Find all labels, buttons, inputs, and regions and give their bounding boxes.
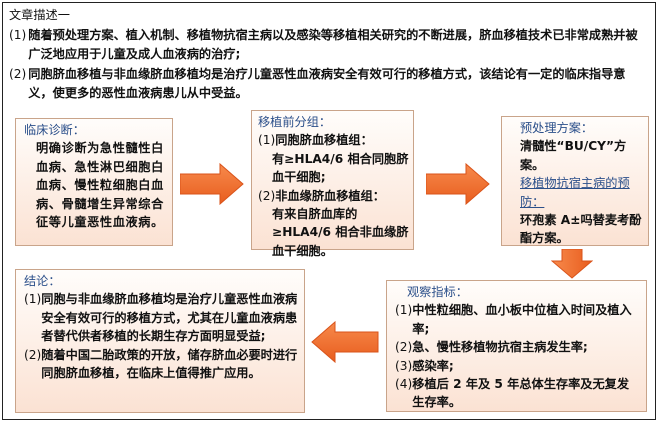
description-item-text: 随着预处理方案、植入机制、移植物抗宿主病以及感染等移植相关研究的不断进展，脐血移…	[28, 27, 638, 62]
observation-item-2: (2) 急、慢性移植物抗宿主病发生率;	[395, 338, 640, 356]
right-arrow-1	[180, 163, 244, 205]
observation-item-text: 急、慢性移植物抗宿主病发生率;	[412, 340, 588, 355]
observation-box: 观察指标： (1) 中性粒细胞、血小板中位植入时间及植入率; (2) 急、慢性移…	[386, 280, 647, 412]
description-title: 文章描述一	[9, 8, 70, 22]
observation-heading: 观察指标：	[407, 285, 468, 299]
conclusion-item-2: (2) 随着中国二胎政策的开放，储存脐血必要时进行同胞脐血移植，在临床上值得推广…	[24, 346, 298, 383]
conclusion-item-text: 随着中国二胎政策的开放，储存脐血必要时进行同胞脐血移植，在临床上值得推广应用。	[41, 347, 298, 381]
grouping-box: 移植前分组： (1) 同胞脐血移植组： 有≥HLA4/6 相合同胞脐血干细胞; …	[251, 110, 414, 258]
observation-item-text: 感染率;	[412, 358, 454, 373]
grouping-heading: 移植前分组：	[258, 115, 332, 129]
diagram-frame: 文章描述一 (1) 随着预处理方案、植入机制、移植物抗宿主病以及感染等移植相关研…	[2, 2, 656, 420]
observation-item-1: (1) 中性粒细胞、血小板中位植入时间及植入率;	[395, 301, 640, 338]
group-item-body: 有来自脐血库的≥HLA4/6 相合非血缘脐血干细胞。	[272, 207, 409, 258]
observation-item-number: (4)	[395, 377, 413, 392]
description-item-text: 同胞脐血移植与非血缘脐血移植均是治疗儿童恶性血液病安全有效可行的移植方式，该结论…	[28, 66, 626, 101]
group-item-1: (1) 同胞脐血移植组：	[258, 131, 409, 149]
description-item-1: (1) 随着预处理方案、植入机制、移植物抗宿主病以及感染等移植相关研究的不断进展…	[9, 26, 649, 65]
conclusion-item-number: (2)	[24, 347, 42, 362]
down-arrow	[551, 249, 593, 279]
group-item-number: (2)	[258, 188, 276, 203]
observation-item-text: 移植后 2 年及 5 年总体生存率及无复发生存率。	[412, 377, 630, 410]
observation-item-number: (1)	[395, 303, 413, 318]
conclusion-item-text: 同胞与非血缘脐血移植均是治疗儿童恶性血液病安全有效可行的移植方式，尤其在儿童血液…	[41, 292, 298, 344]
observation-item-3: (3) 感染率;	[395, 357, 640, 375]
conclusion-heading: 结论：	[24, 274, 61, 288]
observation-item-4: (4) 移植后 2 年及 5 年总体生存率及无复发生存率。	[395, 375, 640, 412]
group-item-number: (1)	[258, 133, 276, 148]
left-arrow	[311, 321, 379, 363]
pretreatment-text: 清髓性“BU/CY”方案。	[520, 139, 627, 172]
conclusion-item-number: (1)	[24, 292, 42, 307]
group-item-2: (2) 非血缘脐血移植组：	[258, 187, 409, 205]
gvhd-prevention-heading: 移植物抗宿主病的预防：	[520, 176, 630, 209]
clinical-diagnosis-heading: 临床诊断：	[24, 123, 85, 137]
description-item-2: (2) 同胞脐血移植与非血缘脐血移植均是治疗儿童恶性血液病安全有效可行的移植方式…	[9, 65, 649, 104]
conclusion-item-1: (1) 同胞与非血缘脐血移植均是治疗儿童恶性血液病安全有效可行的移植方式，尤其在…	[24, 290, 298, 345]
conclusion-box: 结论： (1) 同胞与非血缘脐血移植均是治疗儿童恶性血液病安全有效可行的移植方式…	[15, 269, 305, 413]
pretreatment-box: 预处理方案： 清髓性“BU/CY”方案。 移植物抗宿主病的预防： 环孢素 A±吗…	[501, 116, 649, 246]
group-item-title: 同胞脐血移植组：	[275, 133, 373, 148]
clinical-diagnosis-text: 明确诊断为急性髓性白血病、急性淋巴细胞白血病、慢性粒细胞白血病、骨髓增生异常综合…	[36, 141, 164, 230]
pretreatment-heading: 预处理方案：	[520, 121, 594, 135]
article-description: 文章描述一 (1) 随着预处理方案、植入机制、移植物抗宿主病以及感染等移植相关研…	[9, 6, 649, 104]
observation-item-number: (2)	[395, 340, 413, 355]
group-item-body: 有≥HLA4/6 相合同胞脐血干细胞;	[272, 151, 409, 185]
description-item-number: (1)	[9, 27, 27, 42]
observation-item-number: (3)	[395, 358, 413, 373]
clinical-diagnosis-box: 临床诊断： 明确诊断为急性髓性白血病、急性淋巴细胞白血病、慢性粒细胞白血病、骨髓…	[15, 118, 173, 246]
gvhd-prevention-text: 环孢素 A±吗替麦考酚酯方案。	[520, 213, 642, 246]
observation-item-text: 中性粒细胞、血小板中位植入时间及植入率;	[412, 303, 632, 336]
right-arrow-2	[426, 163, 490, 205]
description-item-number: (2)	[9, 66, 27, 81]
group-item-title: 非血缘脐血移植组：	[275, 188, 385, 203]
